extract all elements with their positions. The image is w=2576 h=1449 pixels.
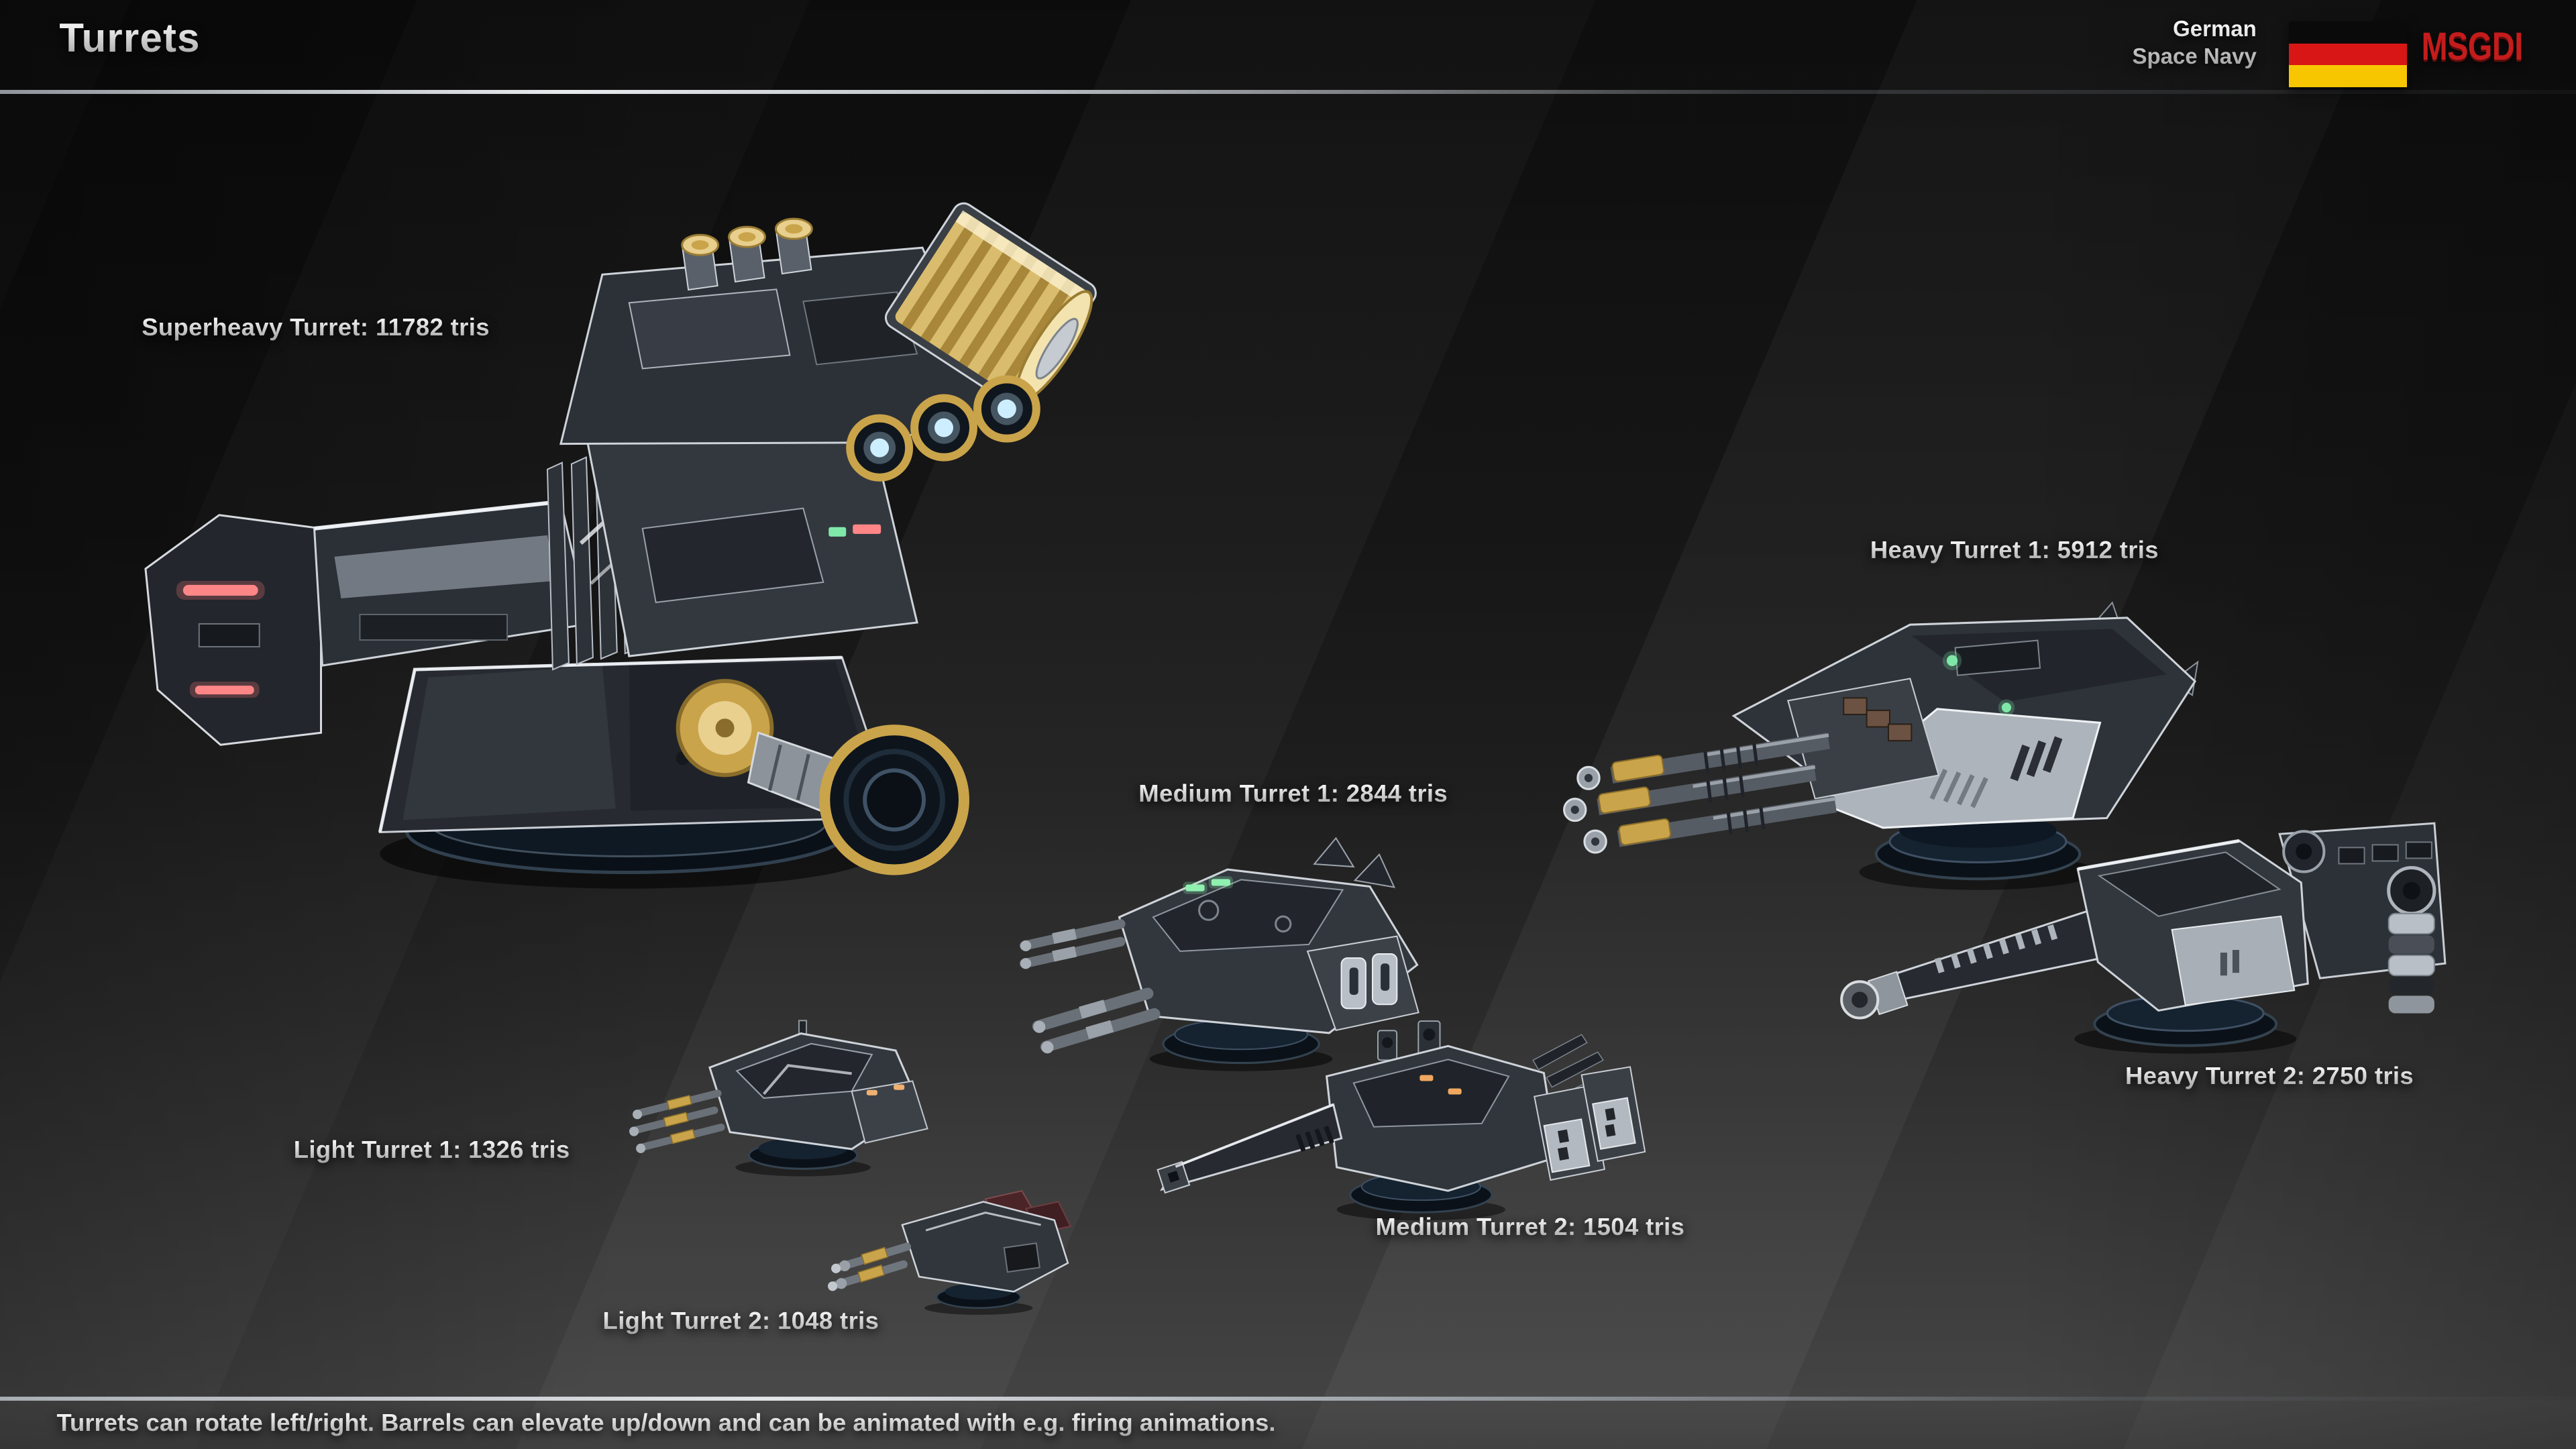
label-medium-turret-2: Medium Turret 2: 1504 tris — [1375, 1212, 1685, 1240]
light-turret-2-render — [824, 1183, 1095, 1319]
flag-black-band — [2288, 21, 2408, 44]
footer-note: Turrets can rotate left/right. Barrels c… — [56, 1408, 1276, 1436]
label-medium-turret-1: Medium Turret 1: 2844 tris — [1138, 780, 1448, 808]
footer-bar — [0, 1401, 2576, 1449]
label-heavy-turret-1: Heavy Turret 1: 5912 tris — [1870, 536, 2159, 564]
footer-divider — [0, 1397, 2576, 1401]
flag-red-band — [2288, 43, 2408, 66]
medium-turret-1-render — [1018, 822, 1438, 1074]
msgdi-logo: MSGDI — [2421, 23, 2524, 68]
brand-org-line2: Space Navy — [2132, 43, 2257, 68]
brand-org-line1: German — [2173, 15, 2257, 41]
label-light-turret-2: Light Turret 2: 1048 tris — [602, 1307, 879, 1335]
medium-turret-2-render — [1131, 996, 1646, 1224]
superheavy-turret-render — [119, 154, 1124, 893]
light-turret-1-render — [629, 1003, 953, 1180]
label-heavy-turret-2: Heavy Turret 2: 2750 tris — [2125, 1062, 2414, 1090]
brand-org-name: German Space Navy — [2132, 15, 2256, 70]
header-divider — [0, 89, 2576, 94]
label-light-turret-1: Light Turret 1: 1326 tris — [293, 1136, 570, 1164]
heavy-turret-2-render — [1809, 788, 2468, 1058]
flag-gold-band — [2288, 65, 2408, 87]
heavy-turret-1-render — [1530, 597, 2215, 894]
german-flag-icon — [2288, 21, 2408, 87]
background-top-shade — [0, 0, 2576, 580]
page-title: Turrets — [59, 15, 201, 60]
label-superheavy-turret: Superheavy Turret: 11782 tris — [142, 313, 490, 341]
